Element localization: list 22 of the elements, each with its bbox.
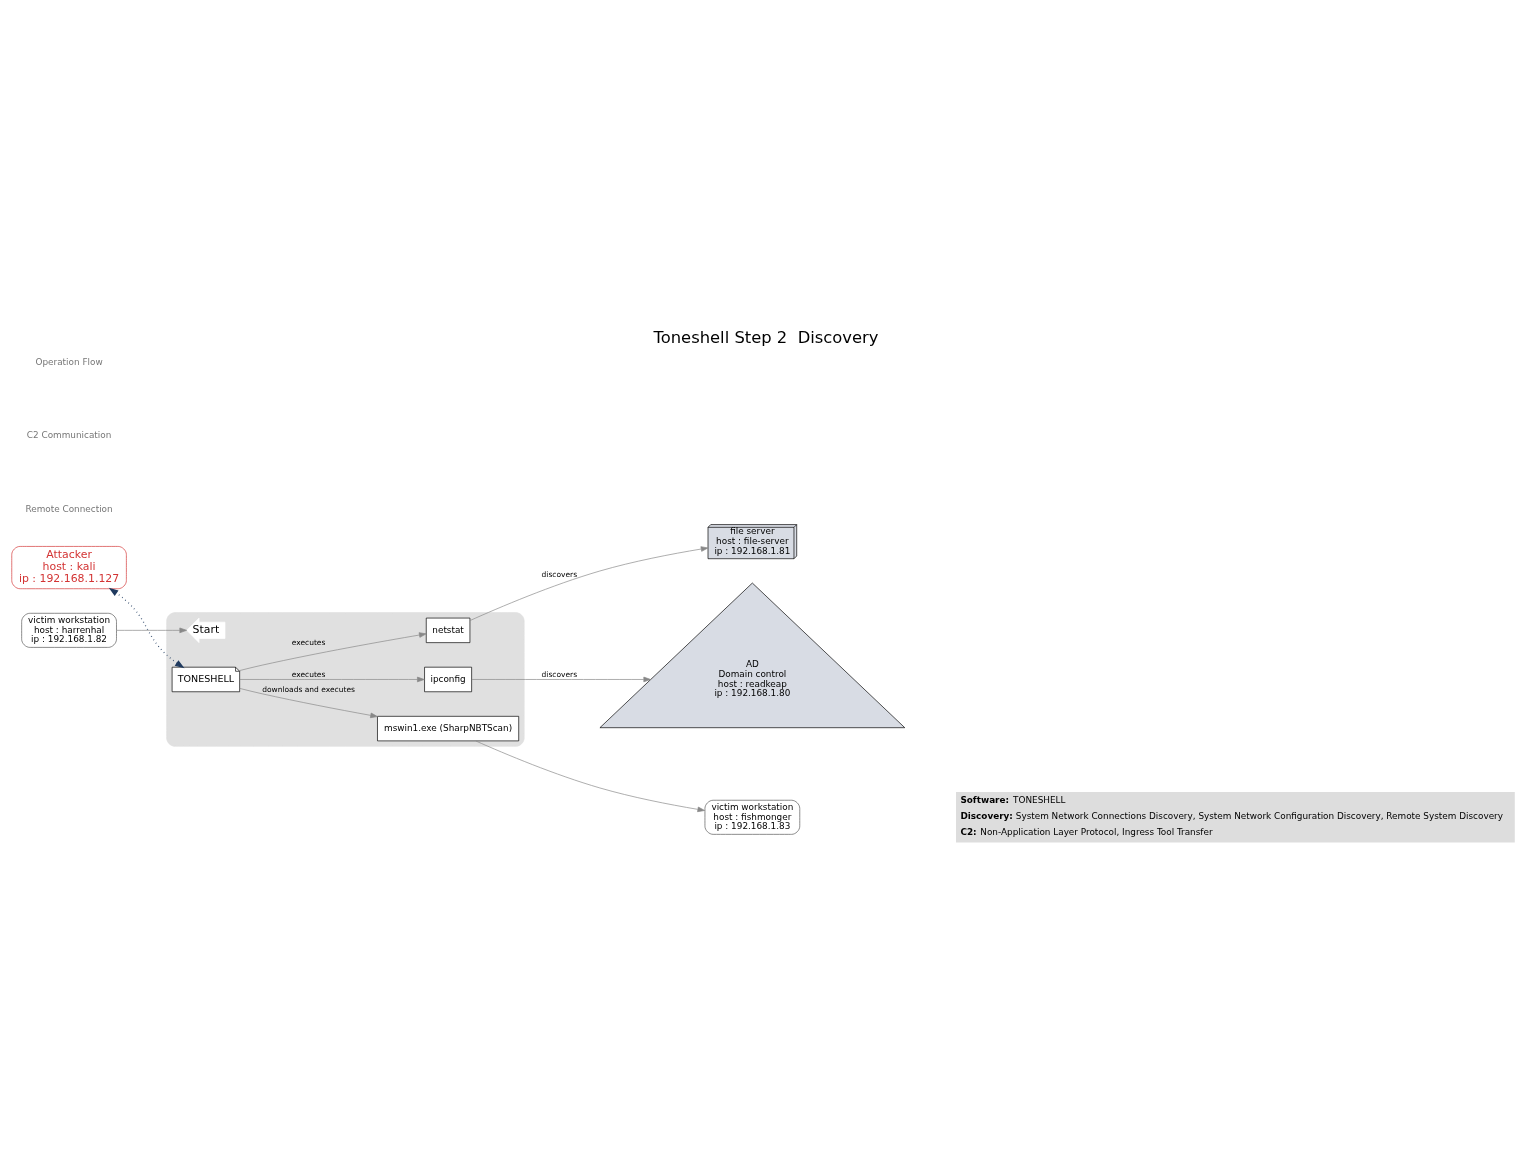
arrow bbox=[116, 627, 187, 634]
legend-label: Remote Connection bbox=[25, 503, 113, 514]
node-box: victim workstation host : harrenhal ip : 192.168.1.82 bbox=[21, 612, 117, 648]
arrow bbox=[239, 676, 425, 683]
diagram-title: Toneshell Step 2 Discovery bbox=[653, 327, 879, 347]
arrow bbox=[239, 688, 378, 719]
node-box: victim workstation host : fishmonger ip : 192.168.1.83 bbox=[704, 799, 801, 835]
arrow bbox=[471, 676, 651, 683]
cluster bbox=[166, 612, 525, 747]
node-box: mswin1.exe (SharpNBTScan) bbox=[377, 716, 520, 742]
label: Software: TONESHELL bbox=[960, 794, 1066, 805]
legend-label: C2 Communication bbox=[26, 430, 112, 441]
node-box: Attacker host : kali ip : 192.168.1.127 bbox=[11, 546, 127, 590]
arrow bbox=[469, 546, 709, 621]
node-box: ipconfig bbox=[424, 666, 472, 693]
node-box: netstat bbox=[425, 617, 471, 643]
label: Discovery: System Network Connections Discovery, System Network Configuration Discovery, Remote System Discovery bbox=[960, 810, 1503, 821]
arrow bbox=[239, 632, 427, 671]
label: C2: Non-Application Layer Protocol, Ingress Tool Transfer bbox=[960, 827, 1213, 838]
legend-label: Operation Flow bbox=[35, 356, 103, 367]
arrow bbox=[108, 587, 185, 669]
arrow bbox=[475, 740, 705, 813]
